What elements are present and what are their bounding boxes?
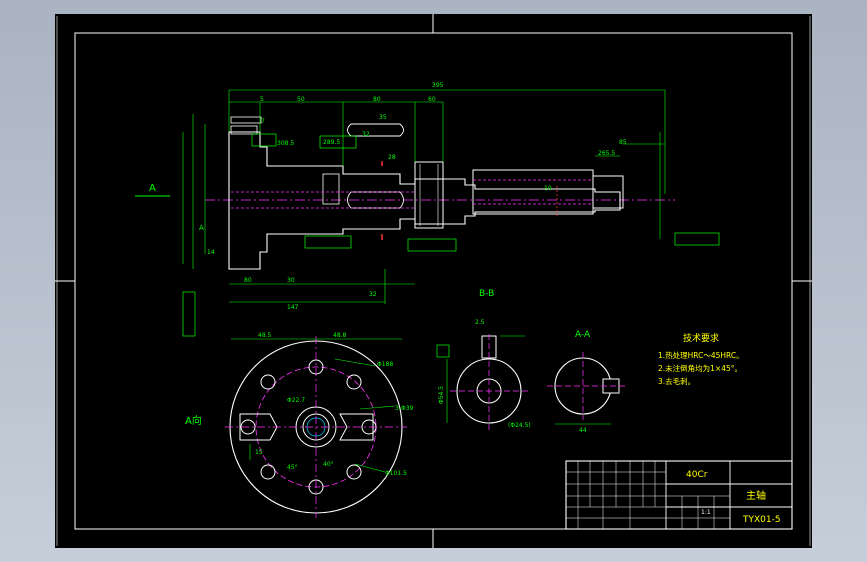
title-drawing-number: TYX01-5: [742, 515, 781, 525]
section-aa-label: A-A: [575, 330, 591, 340]
dim-25: 2.5: [475, 319, 485, 326]
main-view-dimensions: [135, 89, 666, 304]
dim-10: 10: [544, 185, 552, 192]
tech-req-title: 技术要求: [683, 332, 719, 344]
shaft-right-section: [472, 169, 594, 215]
shaft-main-view: [205, 116, 675, 270]
dim-32: 32: [369, 291, 377, 298]
dim-85: 85: [619, 139, 627, 146]
shaft-outline: [228, 131, 621, 270]
section-a-a: [547, 352, 625, 425]
title-scale: 1:1: [701, 509, 711, 516]
dim-1015: Φ101.5: [385, 470, 407, 477]
dim-80b: 80: [244, 277, 252, 284]
drawing-canvas[interactable]: A A向 B-B A-A 395 5 50 80 60 85 265.5 308…: [55, 14, 812, 548]
sheet-frame: [55, 14, 812, 548]
dim-289: 289.5: [323, 139, 340, 146]
section-b-b: [436, 334, 530, 432]
dim-50: 50: [297, 96, 305, 103]
dim-32b: 32: [362, 131, 370, 138]
dim-40deg: 40°: [323, 461, 334, 468]
title-block: [565, 460, 793, 530]
title-material: 40Cr: [686, 470, 708, 480]
dim-7: 7: [261, 118, 265, 125]
dim-5: 5: [260, 96, 264, 103]
dim-15: 15: [255, 449, 263, 456]
tech-req-item-2: 2.未注倒角均为1×45°。: [658, 363, 742, 373]
direction-view-label: A向: [185, 414, 202, 427]
dim-188: Φ188: [377, 361, 393, 368]
dim-44: 44: [579, 427, 587, 434]
dim-227: Φ22.7: [287, 397, 305, 404]
drawing-sheet[interactable]: A A向 B-B A-A 395 5 50 80 60 85 265.5 308…: [55, 14, 812, 548]
tech-req-item-1: 1.热处理HRC～45HRC。: [658, 350, 744, 360]
datum-a-index: A: [199, 224, 204, 232]
dim-14: 14: [207, 249, 215, 256]
view-marker-a: A: [149, 183, 156, 194]
dim-245: (Φ24.5): [508, 422, 531, 429]
title-part-name: 主轴: [746, 489, 766, 502]
dim-265: 265.5: [598, 150, 615, 157]
tolerance-frames: [182, 133, 720, 337]
dim-28: 28: [388, 154, 396, 161]
dim-147: 147: [287, 304, 299, 311]
dim-308: 308.5: [277, 140, 294, 147]
labels: A A向 B-B A-A 395 5 50 80 60 85 265.5 308…: [149, 82, 781, 525]
dim-80: 80: [373, 96, 381, 103]
tech-req-item-3: 3.去毛刺。: [658, 376, 695, 386]
dim-45deg: 45°: [287, 464, 298, 471]
mid-keyway: [347, 123, 404, 137]
dim-overall-length: 395: [432, 82, 444, 89]
dim-545: Φ54.5: [438, 386, 445, 404]
dim-488: 48.8: [333, 332, 347, 339]
flange-view-a: [225, 336, 407, 518]
dim-39: 3-Φ39: [395, 405, 414, 412]
left-keyway: [230, 125, 258, 135]
dim-60: 60: [428, 96, 436, 103]
dim-30: 30: [287, 277, 295, 284]
section-bb-label: B-B: [479, 289, 494, 299]
dim-35: 35: [379, 114, 387, 121]
dim-485: 48.5: [258, 332, 272, 339]
